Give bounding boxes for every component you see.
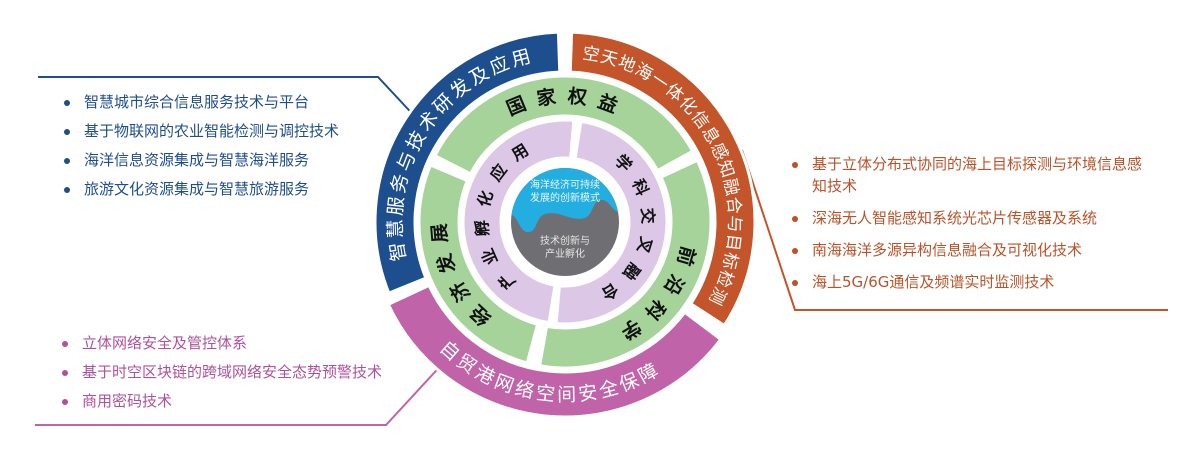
pink-callout-line <box>35 359 447 426</box>
blue-segment <box>373 30 562 296</box>
list-item: 基于立体分布式协同的海上目标探测与环境信息感知技术 <box>790 153 1150 197</box>
green-top-segment <box>432 74 695 176</box>
orange-tech-list: 基于立体分布式协同的海上目标探测与环境信息感知技术 深海无人智能感知系统光芯片传… <box>790 153 1150 303</box>
green-right-segment <box>537 158 713 370</box>
list-item: 基于时空区块链的跨域网络安全态势预警技术 <box>60 358 382 387</box>
blue-callout-line <box>38 76 421 123</box>
center-circle <box>511 168 619 276</box>
green-left-segment <box>417 162 540 365</box>
orange-callout-line <box>741 149 1168 311</box>
list-item: 商用密码技术 <box>60 387 382 416</box>
purple-left-segment <box>461 118 576 325</box>
center-top-line2: 发展的创新模式 <box>530 191 600 204</box>
center-top-line1: 海洋经济可持续 <box>530 178 600 191</box>
purple-right-segment <box>554 119 669 326</box>
list-item: 智慧城市综合信息服务技术与平台 <box>62 88 339 117</box>
list-item: 深海无人智能感知系统光芯片传感器及系统 <box>790 207 1150 229</box>
list-item: 海洋信息资源集成与智慧海洋服务 <box>62 146 339 175</box>
blue-tech-list: 智慧城市综合信息服务技术与平台 基于物联网的农业智能检测与调控技术 海洋信息资源… <box>62 88 339 204</box>
list-item: 旅游文化资源集成与智慧旅游服务 <box>62 175 339 204</box>
center-bottom-line1: 技术创新与 <box>540 234 590 247</box>
center-bottom-line2: 产业孵化 <box>545 247 585 260</box>
pink-tech-list: 立体网络安全及管控体系 基于时空区块链的跨域网络安全态势预警技术 商用密码技术 <box>60 329 382 416</box>
ocean-shape <box>511 168 619 232</box>
orange-segment <box>568 30 757 328</box>
list-item: 海上5G/6G通信及频谱实时监测技术 <box>790 271 1150 293</box>
list-item: 南海海洋多源异构信息融合及可视化技术 <box>790 239 1150 261</box>
list-item: 基于物联网的农业智能检测与调控技术 <box>62 117 339 146</box>
list-item: 立体网络安全及管控体系 <box>60 329 382 358</box>
pink-segment <box>386 283 723 419</box>
